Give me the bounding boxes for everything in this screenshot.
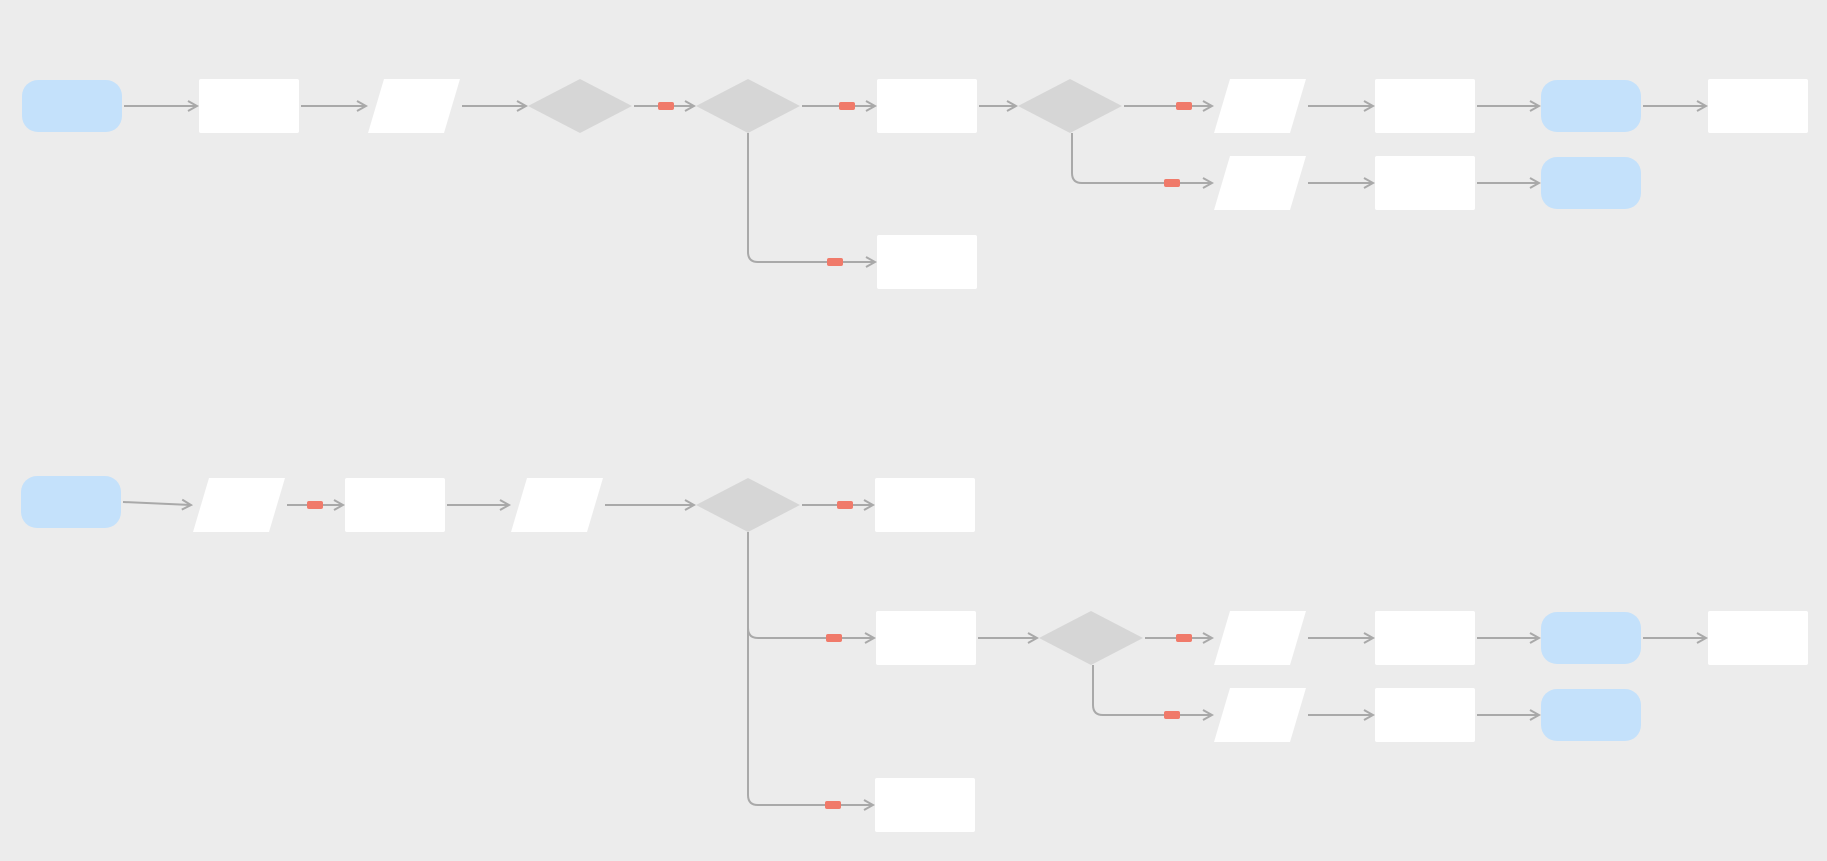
edge-label-marker (1164, 179, 1180, 187)
edge-label-marker (825, 801, 841, 809)
node-process-a10[interactable] (1375, 79, 1475, 133)
node-io-a9[interactable] (1214, 79, 1306, 133)
edge-label-marker (826, 634, 842, 642)
node-io-b2[interactable] (193, 478, 285, 532)
node-process-b6[interactable] (875, 478, 975, 532)
node-process-a6[interactable] (877, 79, 977, 133)
node-io-a13[interactable] (1214, 156, 1306, 210)
node-decision-a4[interactable] (528, 79, 632, 133)
node-decision-a8[interactable] (1018, 79, 1122, 133)
terminal-shape (21, 476, 121, 528)
terminal-shape (22, 80, 122, 132)
edge-b1-b2[interactable] (122, 502, 191, 505)
process-shape (1375, 688, 1475, 742)
edge-label-marker (658, 102, 674, 110)
node-process-b3[interactable] (345, 478, 445, 532)
process-shape (199, 79, 299, 133)
io-shape (193, 478, 285, 532)
process-shape (1708, 79, 1808, 133)
process-shape (345, 478, 445, 532)
decision-shape (528, 79, 632, 133)
node-io-b14[interactable] (1214, 688, 1306, 742)
edge-a5-a7[interactable] (747, 133, 875, 262)
edge-b5-b8[interactable] (747, 532, 873, 805)
node-decision-a5[interactable] (696, 79, 800, 133)
node-process-a14[interactable] (1375, 156, 1475, 210)
node-process-b13[interactable] (1708, 611, 1808, 665)
decision-shape (696, 79, 800, 133)
edge-label-marker (1176, 634, 1192, 642)
node-io-b4[interactable] (511, 478, 603, 532)
io-shape (368, 79, 460, 133)
terminal-shape (1541, 689, 1641, 741)
nodes-layer (21, 79, 1808, 832)
process-shape (876, 611, 976, 665)
node-terminal-a15[interactable] (1541, 157, 1641, 209)
process-shape (875, 778, 975, 832)
process-shape (875, 478, 975, 532)
decision-shape (1018, 79, 1122, 133)
terminal-shape (1541, 612, 1641, 664)
io-shape (511, 478, 603, 532)
process-shape (1375, 611, 1475, 665)
node-decision-b5[interactable] (696, 478, 800, 532)
edge-label-marker (1164, 711, 1180, 719)
edge-label-marker (1176, 102, 1192, 110)
node-terminal-a1[interactable] (22, 80, 122, 132)
node-io-a3[interactable] (368, 79, 460, 133)
io-shape (1214, 611, 1306, 665)
edge-label-marker (837, 501, 853, 509)
process-shape (877, 235, 977, 289)
node-process-a7[interactable] (877, 235, 977, 289)
node-process-b11[interactable] (1375, 611, 1475, 665)
node-decision-b9[interactable] (1039, 611, 1143, 665)
node-terminal-b1[interactable] (21, 476, 121, 528)
node-process-a2[interactable] (199, 79, 299, 133)
edge-a8-a13[interactable] (1071, 133, 1212, 183)
process-shape (1375, 79, 1475, 133)
edge-label-marker (839, 102, 855, 110)
node-terminal-a11[interactable] (1541, 80, 1641, 132)
edges-layer (122, 102, 1706, 809)
edge-label-marker (827, 258, 843, 266)
node-process-b8[interactable] (875, 778, 975, 832)
edge-b5-b7[interactable] (747, 532, 874, 638)
node-process-b15[interactable] (1375, 688, 1475, 742)
node-process-b7[interactable] (876, 611, 976, 665)
node-process-a12[interactable] (1708, 79, 1808, 133)
node-terminal-b16[interactable] (1541, 689, 1641, 741)
decision-shape (1039, 611, 1143, 665)
process-shape (877, 79, 977, 133)
node-terminal-b12[interactable] (1541, 612, 1641, 664)
terminal-shape (1541, 157, 1641, 209)
io-shape (1214, 79, 1306, 133)
node-io-b10[interactable] (1214, 611, 1306, 665)
process-shape (1708, 611, 1808, 665)
edge-b9-b14[interactable] (1092, 665, 1212, 715)
io-shape (1214, 688, 1306, 742)
process-shape (1375, 156, 1475, 210)
io-shape (1214, 156, 1306, 210)
decision-shape (696, 478, 800, 532)
edge-label-marker (307, 501, 323, 509)
terminal-shape (1541, 80, 1641, 132)
